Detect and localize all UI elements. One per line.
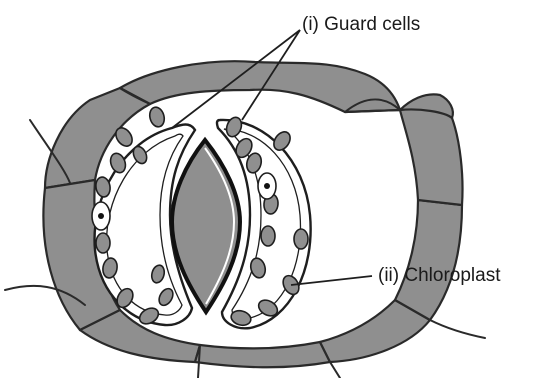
epidermal-cell-right-lower <box>395 200 462 320</box>
wall-line-right <box>430 320 485 338</box>
epidermal-cell-bottom <box>195 342 330 367</box>
chloroplast <box>261 226 275 246</box>
wall-line-bottom-right <box>330 362 340 378</box>
nucleolus <box>98 213 104 219</box>
chloroplast <box>294 229 308 249</box>
nucleolus <box>264 183 270 189</box>
label-guard-cells: (i) Guard cells <box>302 14 420 35</box>
label-chloroplast: (ii) Chloroplast <box>378 265 501 286</box>
chloroplast <box>96 233 110 253</box>
epidermal-cell-right-upper <box>345 100 463 205</box>
chloroplast <box>148 106 167 129</box>
